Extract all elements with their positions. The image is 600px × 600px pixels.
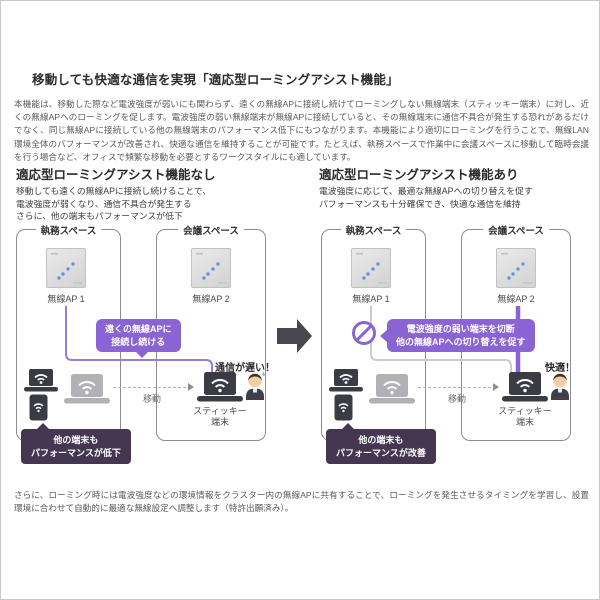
callout-performance-improved: 他の端末も パフォーマンスが改善 (326, 423, 436, 464)
heading-without-assist: 適応型ローミングアシスト機能なし (16, 168, 216, 182)
laptop-wifi-icon (329, 369, 363, 393)
callout-switch-ap-text: 電波強度の弱い端末を切断 他の無線APへの切り替えを促す (396, 324, 526, 347)
status-slow: 通信が遅い！ (215, 363, 275, 374)
happy-user-icon (549, 370, 571, 400)
callout-pointer-down (136, 352, 148, 358)
callout-keeps-connecting-text: 遠くの無線APに 接続し続ける (105, 324, 172, 347)
zone-meeting-label: 会議スペース (178, 223, 244, 237)
diagram-without-assist: 執務スペース 会議スペース 無線AP 1 無線AP 2 遠くの無線APに 接続し… (16, 223, 301, 479)
tablet-wifi-icon (29, 394, 48, 421)
callout-switch-ap: 電波強度の弱い端末を切断 他の無線APへの切り替えを促す (380, 319, 535, 352)
moving-laptop-icon (369, 374, 415, 405)
ap2-label: 無線AP 2 (497, 294, 535, 304)
status-comfortable: 快適！ (545, 363, 575, 374)
moving-laptop-icon (64, 374, 110, 405)
zone-office-label: 執務スペース (35, 223, 102, 237)
intro-paragraph: 本機能は、移動した際など電波強度が弱いにも関わらず、遠くの無線APに接続し続けて… (14, 99, 589, 162)
zone-meeting-label: 会議スペース (483, 223, 549, 237)
diagram-with-assist: 執務スペース 会議スペース 無線AP 1 無線AP 2 電波強度の弱い端末を切断… (321, 223, 599, 479)
sticky-laptop-icon (197, 372, 243, 403)
move-arrow-head-icon (188, 382, 194, 391)
callout-pointer-up (37, 423, 49, 429)
wireless-ap2-device-icon (496, 248, 536, 288)
move-arrow (113, 382, 194, 391)
troubled-user-icon (244, 370, 266, 400)
prohibition-icon (351, 320, 377, 351)
sticky-terminal-label: スティッキー 端末 (193, 406, 247, 427)
callout-performance-improved-text: 他の端末も パフォーマンスが改善 (336, 435, 426, 458)
ap1-label: 無線AP 1 (352, 294, 390, 304)
callout-keeps-connecting: 遠くの無線APに 接続し続ける (96, 319, 181, 358)
callout-pointer-up (342, 423, 354, 429)
wireless-ap2-device-icon (191, 248, 231, 288)
zone-office-label: 執務スペース (340, 223, 407, 237)
move-arrow (418, 382, 499, 391)
move-label: 移動 (142, 394, 161, 404)
ap1-label: 無線AP 1 (47, 294, 85, 304)
move-label: 移動 (447, 394, 466, 404)
sticky-terminal-label: スティッキー 端末 (498, 406, 552, 427)
wireless-ap1-device-icon (46, 248, 86, 288)
callout-performance-down: 他の端末も パフォーマンスが低下 (21, 423, 131, 464)
callout-performance-down-text: 他の端末も パフォーマンスが低下 (31, 435, 121, 458)
move-arrow-head-icon (493, 382, 499, 391)
heading-with-assist: 適応型ローミングアシスト機能あり (319, 168, 519, 182)
callout-pointer-left (380, 330, 387, 342)
wireless-ap1-device-icon (351, 248, 391, 288)
description-without-assist: 移動しても遠くの無線APに接続し続けることで、 電波強度が弱くなり、通信不具合が… (16, 186, 212, 221)
ap2-label: 無線AP 2 (192, 294, 230, 304)
tablet-wifi-icon (334, 394, 353, 421)
description-with-assist: 電波強度に応じて、最適な無線APへの切り替えを促す パフォーマンスも十分確保でき… (319, 186, 533, 209)
page-title: 移動しても快適な通信を実現「適応型ローミングアシスト機能」 (32, 73, 399, 87)
footer-paragraph: さらに、ローミング時には電波強度などの環境情報をクラスター内の無線APに共有する… (14, 490, 589, 514)
transition-arrow-icon (277, 317, 313, 355)
sticky-laptop-icon (502, 372, 548, 403)
laptop-wifi-icon (24, 369, 58, 393)
